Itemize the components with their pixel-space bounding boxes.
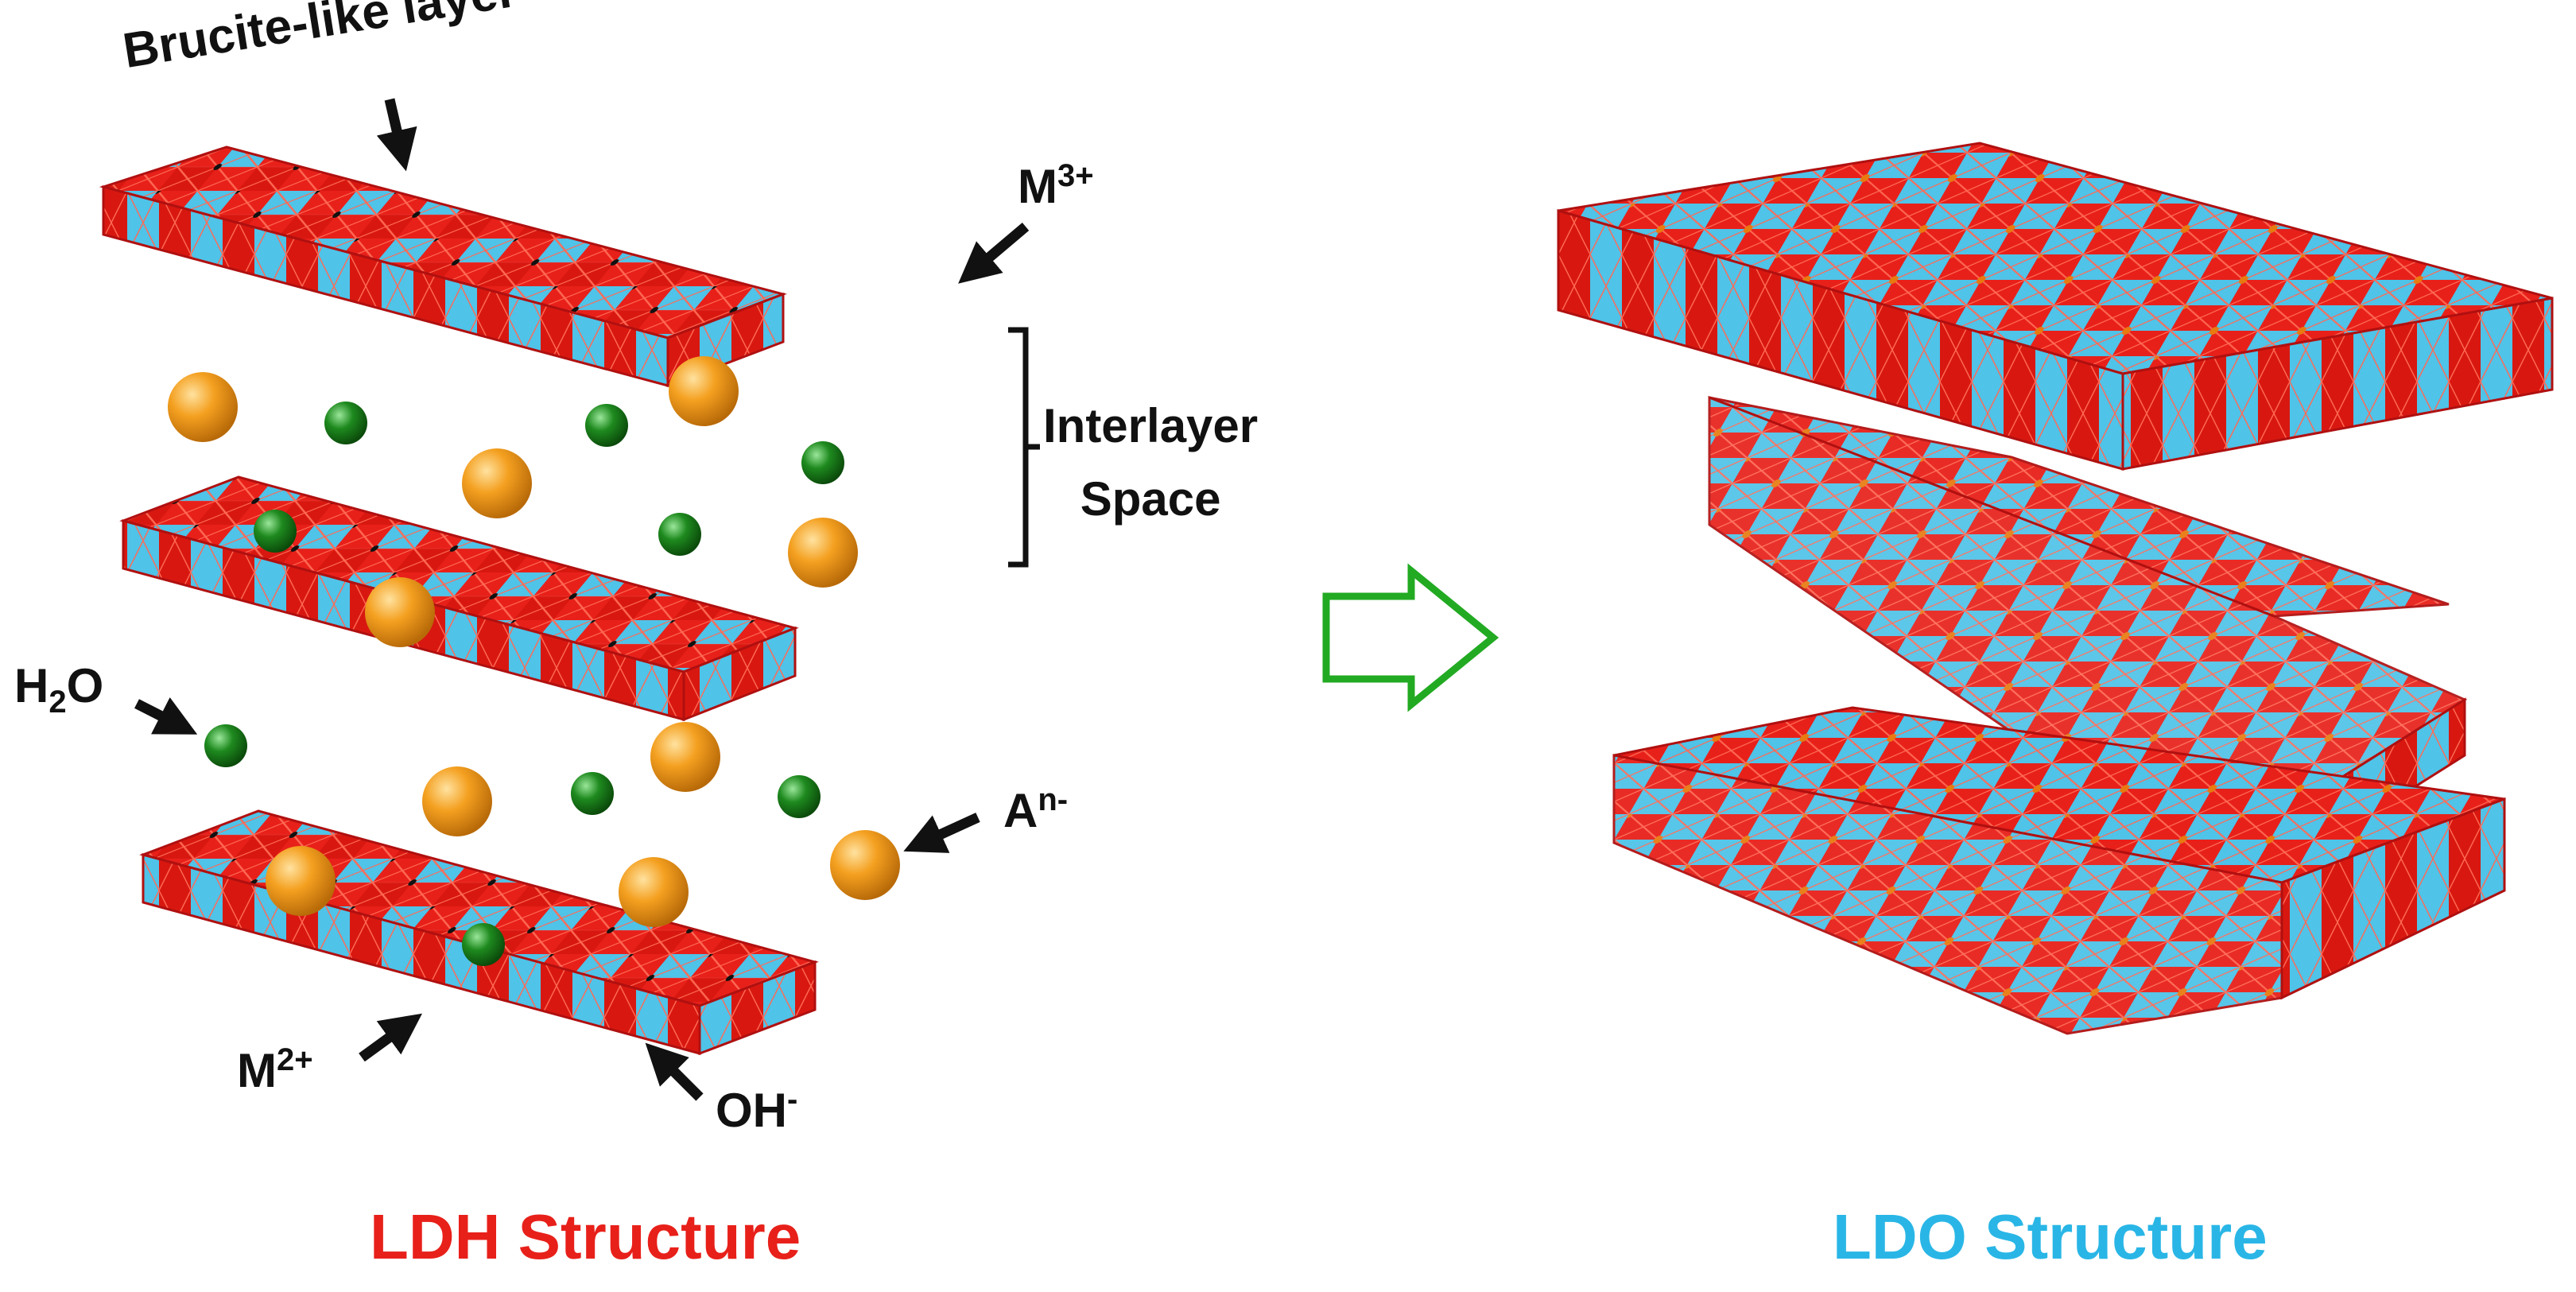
- anion-sphere: [669, 356, 739, 426]
- brucite-arrow: [376, 98, 417, 172]
- interlayer-line-1: Interlayer: [1043, 399, 1259, 452]
- m2-base: M: [237, 1044, 277, 1097]
- anion-label: An-: [1003, 783, 1068, 838]
- water-sphere: [571, 772, 614, 815]
- anion-sphere: [830, 830, 900, 900]
- ldo-structure-title: LDO Structure: [1833, 1201, 2268, 1272]
- anion-sphere: [462, 448, 532, 518]
- anion-base: A: [1003, 784, 1038, 837]
- ldh-structure-title: LDH Structure: [370, 1201, 801, 1272]
- ldo-layer-top: [1557, 142, 2554, 471]
- anion-sphere: [788, 518, 858, 588]
- h2o-h: H: [14, 659, 49, 712]
- water-sphere: [462, 923, 505, 966]
- pointer-arrows: [134, 98, 1030, 1101]
- interlayer-line-2: Space: [1080, 472, 1221, 526]
- water-sphere: [324, 402, 367, 444]
- ldh-layer-top: [99, 145, 787, 388]
- oh-base: OH: [716, 1084, 787, 1137]
- anion-superscript: n-: [1038, 782, 1069, 817]
- water-spheres: [204, 402, 844, 966]
- m3-arrow: [958, 223, 1030, 284]
- ldh-layer-middle: [119, 475, 799, 722]
- anion-sphere: [650, 722, 720, 792]
- m2-superscript: 2+: [276, 1042, 313, 1077]
- m3-base: M: [1018, 160, 1057, 213]
- m2-label: M2+: [237, 1043, 313, 1098]
- oh-label: OH-: [716, 1083, 797, 1138]
- m3-superscript: 3+: [1057, 158, 1094, 193]
- water-sphere: [204, 724, 247, 767]
- anion-sphere: [619, 857, 689, 927]
- water-sphere: [801, 441, 844, 484]
- water-sphere: [585, 404, 628, 447]
- anion-arrow: [903, 813, 980, 853]
- anion-sphere: [168, 372, 238, 442]
- anion-sphere: [266, 846, 336, 916]
- ldo-layer-bottom: [1612, 706, 2506, 1035]
- anion-sphere: [365, 577, 435, 647]
- anion-sphere: [422, 766, 492, 836]
- interlayer-bracket: [1008, 327, 1040, 568]
- h2o-subscript: 2: [48, 685, 67, 720]
- h2o-arrow: [134, 697, 198, 735]
- h2o-label: H2O: [14, 658, 104, 718]
- water-sphere: [254, 510, 297, 553]
- m2-arrow: [359, 1013, 423, 1062]
- oh-arrow: [645, 1042, 704, 1101]
- transformation-arrow-icon: [1322, 563, 1499, 712]
- interlayer-label: Interlayer Space: [1043, 390, 1258, 536]
- water-sphere: [778, 775, 821, 818]
- water-sphere: [658, 513, 701, 556]
- h2o-o: O: [66, 659, 104, 712]
- anion-spheres: [168, 356, 900, 927]
- oh-superscript: -: [787, 1082, 798, 1117]
- m3-label: M3+: [1018, 159, 1094, 214]
